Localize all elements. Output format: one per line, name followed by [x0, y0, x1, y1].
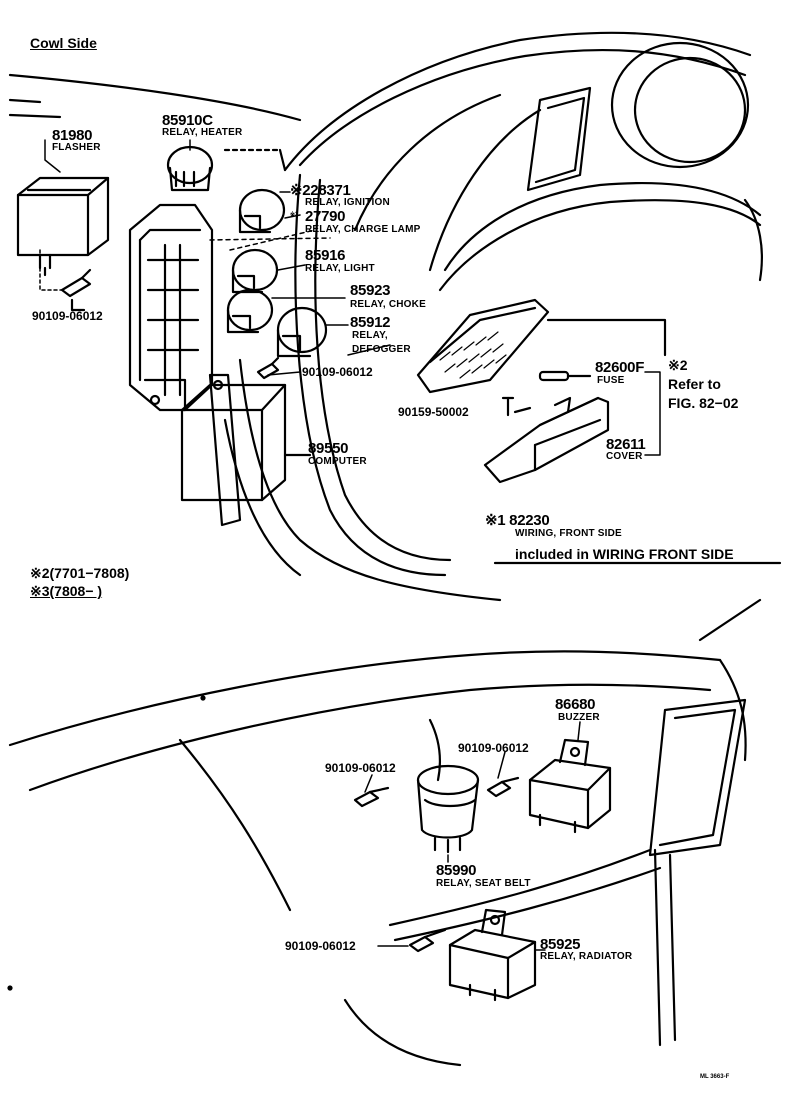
leader-lines-bottom: [364, 721, 581, 951]
bolt-buzzer-part-number: 90109-06012: [458, 741, 529, 755]
relay-radiator-shape: [448, 908, 537, 1002]
bolt-seatbelt-shape: [353, 786, 390, 808]
fuse-part-name: FUSE: [597, 375, 625, 386]
bolt-left-part-number: 90109-06012: [32, 309, 103, 323]
relay-choke-shape: [226, 288, 274, 334]
footnote-3: ※3(7808− ): [30, 583, 103, 599]
computer-part-number: 89550: [308, 440, 349, 457]
relay-charge-footnote-mark: ※3: [290, 212, 299, 218]
bolt-radiator-shape: [408, 928, 447, 953]
cover-part-name: COVER: [606, 451, 643, 462]
dot-mark: [200, 695, 206, 701]
flasher-part-number: 81980: [52, 127, 93, 144]
relay-radiator-part-name: RELAY, RADIATOR: [540, 951, 633, 962]
buzzer-part-name: BUZZER: [558, 712, 600, 723]
relay-charge-part-name: RELAY, CHARGE LAMP: [305, 224, 421, 235]
screw-shape: [501, 396, 532, 417]
relay-defogger-part-number: 85912: [350, 314, 391, 331]
relay-defogger-part-name-1: RELAY,: [352, 330, 388, 341]
leader-lines-top: [39, 139, 391, 376]
relay-defogger-part-name-2: DEFOGGER: [352, 344, 411, 355]
relay-seatbelt-part-name: RELAY, SEAT BELT: [436, 878, 531, 889]
buzzer-shape: [528, 738, 612, 834]
dot-mark: [7, 985, 13, 991]
relay-light-part-name: RELAY, LIGHT: [305, 263, 375, 274]
relay-ignition-shape: [238, 188, 286, 234]
relay-charge-part-number: 27790: [305, 208, 346, 225]
fuse-shape: [538, 370, 592, 382]
page-title: Cowl Side: [30, 35, 97, 51]
relay-heater-part-name: RELAY, HEATER: [162, 127, 243, 138]
bolt-mid-shape: [256, 356, 280, 380]
bolt-mid-part-number: 90109-06012: [302, 365, 373, 379]
buzzer-part-number: 86680: [555, 696, 596, 713]
relay-light-shape: [231, 248, 279, 294]
refer-line-2: FIG. 82−02: [668, 395, 739, 411]
relay-ignition-part-number: ※228371: [290, 182, 351, 199]
refer-line-1: Refer to: [668, 376, 721, 392]
relay-choke-part-name: RELAY, CHOKE: [350, 299, 426, 310]
fuse-part-number: 82600F: [595, 359, 645, 376]
wiring-part-number: ※1 82230: [485, 512, 550, 529]
relay-defogger-shape: [276, 306, 328, 358]
flasher-part-name: FLASHER: [52, 142, 101, 153]
computer-shape: [180, 373, 312, 527]
refer-bracket: [644, 371, 661, 456]
relay-radiator-part-number: 85925: [540, 936, 581, 953]
computer-part-name: COMPUTER: [308, 456, 367, 467]
relay-bracket-shape: [128, 203, 214, 412]
bolt-buzzer-shape: [486, 776, 520, 798]
bolt-radiator-part-number: 90109-06012: [285, 939, 356, 953]
relay-heater-part-number: 85910C: [162, 112, 213, 129]
screw-part-number: 90159-50002: [398, 405, 469, 419]
relay-choke-part-number: 85923: [350, 282, 391, 299]
cover-shape: [483, 396, 610, 484]
bolt-seatbelt-part-number: 90109-06012: [325, 761, 396, 775]
footnote-2: ※2(7701−7808): [30, 565, 130, 581]
wiring-part-name: WIRING, FRONT SIDE: [515, 528, 622, 539]
flasher-bolt-shape: [60, 268, 92, 312]
refer-mark: ※2: [668, 357, 688, 373]
relay-heater-shape: [166, 145, 214, 192]
illustration-code: ML 3663-F: [700, 1074, 730, 1080]
fuse-box-shape: [416, 298, 667, 394]
relay-ignition-part-name: RELAY, IGNITION: [305, 197, 390, 208]
relay-seatbelt-shape: [416, 764, 480, 854]
flasher-shape: [16, 176, 110, 277]
relay-light-part-number: 85916: [305, 247, 346, 264]
vehicle-body-outline-bottom: [8, 598, 762, 1067]
cover-part-number: 82611: [606, 436, 646, 453]
relay-seatbelt-part-number: 85990: [436, 862, 477, 879]
wiring-included-note: included in WIRING FRONT SIDE: [515, 546, 734, 562]
vehicle-body-outline-top: [8, 31, 763, 602]
